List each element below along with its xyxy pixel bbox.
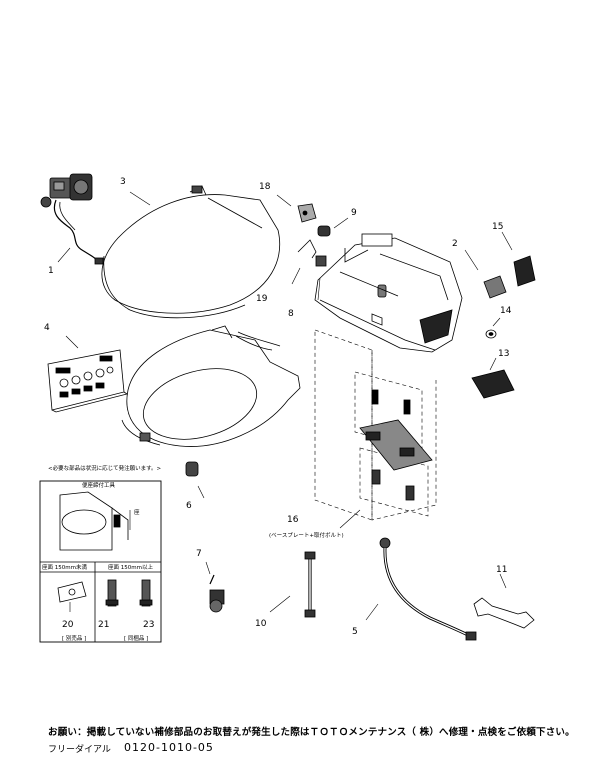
part-1-power-unit: [40, 173, 104, 265]
part-19-clip: [297, 239, 317, 259]
part-5-hose: [379, 537, 477, 641]
part-11-wrench: [473, 597, 535, 629]
label-part-9: 9: [351, 208, 357, 218]
label-part-21: 21: [98, 620, 109, 630]
part-2-main-body: [314, 233, 463, 353]
label-part-14: 14: [500, 306, 512, 316]
part-number-labels: 1 2 3 4 5 6 7 8 9 10 11 13 14 15 16 18 1…: [42, 177, 512, 642]
free-dial-number: 0120-1010-05: [124, 741, 214, 754]
part-7-valve: [209, 574, 225, 613]
repair-notice: お願い：掲載していない補修部品のお取替えが発生した際はＴＯＴＯメンテナンス（ 株…: [48, 727, 575, 738]
leader-line: [65, 335, 79, 349]
tool-box: [39, 480, 162, 643]
part-4-remote-panel: [47, 349, 128, 413]
part-13-filter: [471, 369, 515, 399]
part-18-bracket: [297, 203, 317, 223]
part-6-cushion: [185, 461, 199, 477]
dimension-mark: 座: [134, 508, 140, 516]
part-3-lid: [101, 185, 281, 319]
leader-line: [464, 249, 479, 271]
label-part-10: 10: [255, 619, 267, 629]
label-part-3: 3: [120, 177, 126, 187]
label-part-6: 6: [186, 501, 192, 511]
label-part-11: 11: [496, 565, 507, 575]
box-heading: <必要な部品は状況に応じて発注願います。>: [48, 464, 162, 472]
label-part-7: 7: [196, 549, 202, 559]
label-part-2: 2: [452, 239, 458, 249]
part-10-hose: [304, 551, 316, 618]
separate-item-label: [ 別売品 ]: [62, 634, 86, 642]
over-150-label: 座面 150mm以上: [108, 563, 153, 571]
label-part-23: 23: [143, 620, 154, 630]
seat-ring: [121, 325, 301, 447]
under-150-label: 座面 150mm未満: [42, 563, 87, 571]
leader-line: [129, 191, 151, 206]
label-part-15: 15: [492, 222, 503, 232]
part-15-nozzle-cover: [483, 255, 536, 299]
label-part-1: 1: [48, 266, 54, 276]
box-title: 便座締付工具: [82, 481, 116, 489]
part-16-base-plate-group: [314, 329, 437, 521]
label-part-20: 20: [62, 620, 74, 630]
leader-line: [57, 247, 71, 263]
label-part-13: 13: [498, 349, 509, 359]
included-item-label: [ 同梱品 ]: [124, 634, 148, 642]
label-part-18: 18: [259, 182, 271, 192]
part-8-connector: [315, 255, 327, 267]
part-9-bushing: [317, 225, 331, 237]
free-dial-label: フリーダイアル: [48, 745, 111, 755]
label-part-4: 4: [44, 323, 50, 333]
label-part-5: 5: [352, 627, 358, 637]
label-part-19: 19: [256, 294, 268, 304]
part-14-washer: [485, 329, 497, 339]
label-part-16: 16: [287, 515, 299, 525]
part-16-caption: (ベースプレート+取付ボルト): [269, 531, 344, 539]
label-part-8: 8: [288, 309, 294, 319]
